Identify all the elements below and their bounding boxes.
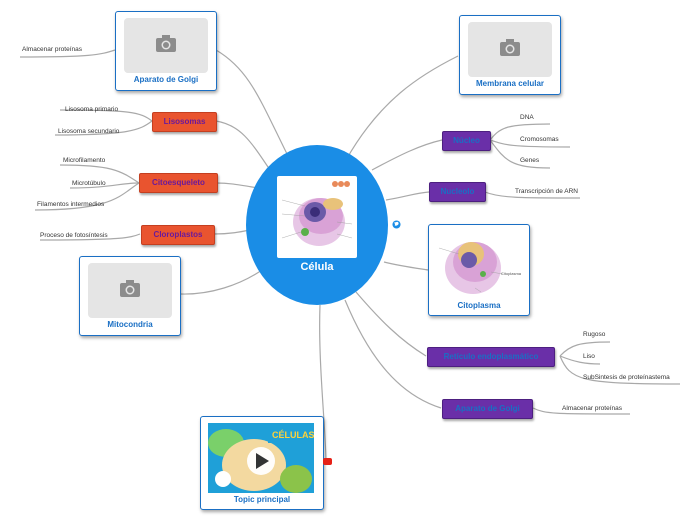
citoplasma-annotation: Citoplasma [501,271,522,276]
leaf-microfilamento[interactable]: Microfilamento [63,157,106,164]
leaf-lisosoma-secundario[interactable]: Lisosoma secundario [58,128,120,135]
leaf-subsintesis-proteinas[interactable]: SubSintesis de proteínastema [583,374,670,381]
video-thumbnail: CÉLULAS [208,423,314,493]
image-placeholder [468,22,552,77]
node-reticulo-endoplasmatico[interactable]: Retículo endoplasmático [427,347,555,367]
camera-icon [500,39,520,56]
card-citoplasma[interactable]: Citoplasma Citoplasma [428,224,530,316]
leaf-liso[interactable]: Liso [583,353,595,360]
leaf-proceso-fotosintesis[interactable]: Proceso de fotosíntesis [40,232,108,239]
leaf-cromosomas[interactable]: Cromosomas [520,136,559,143]
card-title: Mitocondria [107,320,153,329]
leaf-genes[interactable]: Genes [520,157,540,164]
leaf-almacenar-proteinas-left[interactable]: Almacenar proteínas [22,46,82,53]
card-membrana-celular[interactable]: Membrana celular [459,15,561,95]
card-title: Topic principal [233,495,291,504]
leaf-rugoso[interactable]: Rugoso [583,331,606,338]
camera-icon [156,35,176,52]
card-title: Membrana celular [475,79,545,88]
node-cloroplastos[interactable]: Cloroplastos [141,225,215,245]
node-nucleo[interactable]: Núcleo [442,131,491,151]
camera-icon [120,280,140,297]
youtube-icon[interactable] [323,458,332,470]
leaf-filamentos-intermedios[interactable]: Filamentos intermedios [37,201,105,208]
cell-diagram-thumbnail [277,176,357,258]
cytoplasm-illustration [438,242,504,294]
node-aparato-golgi-right[interactable]: Aparato de Golgi [442,399,533,419]
image-placeholder [124,18,208,73]
leaf-microtubulo[interactable]: Microtúbulo [72,180,106,187]
central-node[interactable]: Célula [246,145,388,305]
node-nucleolo[interactable]: Nucleolo [429,182,486,202]
card-mitocondria[interactable]: Mitocondria [79,256,181,336]
leaf-almacenar-proteinas-right[interactable]: Almacenar proteínas [562,405,622,412]
central-node-title: Célula [300,261,334,273]
image-placeholder [88,263,172,318]
node-lisosomas[interactable]: Lisosomas [152,112,217,132]
leaf-lisosoma-primario[interactable]: Lisosoma primario [65,106,119,113]
node-citoesqueleto[interactable]: Citoesqueleto [139,173,218,193]
leaf-transcripcion-arn[interactable]: Transcripción de ARN [515,188,578,195]
card-title: Citoplasma [457,301,501,310]
card-title: Aparato de Golgi [133,75,199,84]
globe-icon[interactable] [392,220,401,229]
card-topic-principal[interactable]: CÉLULAS Topic principal [200,416,324,510]
leaf-dna[interactable]: DNA [520,114,534,121]
card-aparato-golgi[interactable]: Aparato de Golgi [115,11,217,91]
thumbnail-title: CÉLULAS [272,430,314,440]
